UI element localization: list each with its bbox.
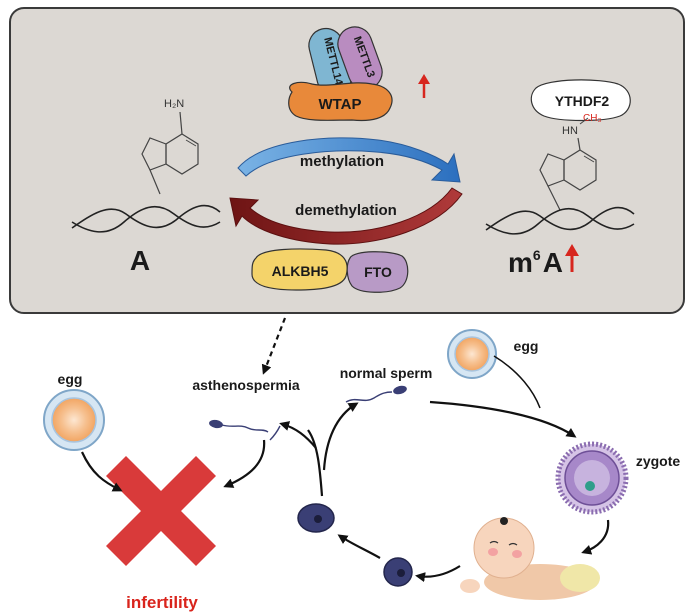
methyl-label: CH₃ [583,113,602,124]
m6a-up-arrow-icon [565,244,579,272]
zygote-to-baby-arrow [581,519,610,555]
top-panel [9,7,685,314]
demethylation-arrow [229,187,463,245]
cell-growth-arrow [337,534,381,559]
ythdf2-label: YTHDF2 [555,93,610,109]
alkbh5-label: ALKBH5 [272,263,329,279]
sperm-to-cross-arrow [223,439,266,488]
amine-label: H₂N [164,98,184,110]
baby-icon [460,517,600,600]
eraser-complex: ALKBH5 FTO [251,248,409,293]
rna-strand-left [71,204,221,233]
zygote-icon [555,441,629,515]
m6a-superscript: 6 [533,247,541,263]
abnormal-sperm-icon [209,419,281,441]
branch-to-normal-arrow [322,402,359,471]
wtap-protein [288,81,393,122]
dashed-link-arrow [261,317,287,375]
wtap-label: WTAP [318,96,361,113]
zygote-label: zygote [636,453,681,469]
m6a-a: A [543,247,563,278]
methylation-label: methylation [300,153,384,170]
methylation-arrow [237,137,461,183]
branch-stem [307,429,324,497]
egg-to-cross-arrow [80,451,123,492]
asthenospermia-label: asthenospermia [192,377,300,393]
adenosine-label: A [130,245,150,276]
egg-join-line [493,355,541,409]
writer-up-arrow-icon [418,74,430,98]
alkbh5-protein [251,248,348,291]
adenine-structure: H₂N [141,98,199,195]
baby-to-cell-arrow [415,565,461,583]
m6a-m: m [508,247,533,278]
germ-cell-small-icon [383,557,413,587]
demethylation-label: demethylation [295,202,397,219]
normal-sperm-icon [345,385,407,403]
infertility-label: infertility [126,593,198,612]
fertilization-arrow [429,400,577,438]
normal-sperm-label: normal sperm [340,365,433,381]
branch-to-asthenospermia-arrow [279,421,317,449]
fto-label: FTO [364,264,392,280]
methylamine-label: HN [562,125,578,137]
egg-left-icon [43,389,105,451]
germ-cell-large-icon [297,503,335,533]
ythdf2-protein [530,79,631,122]
egg-right-label: egg [514,338,539,354]
rna-strand-right [485,206,635,235]
fto-protein [346,251,409,293]
m6a-label-main: m6A [508,247,563,278]
egg-right-icon [447,329,497,379]
egg-left-label: egg [58,371,83,387]
writer-complex: METTL14 METTL3 WTAP [288,26,393,122]
m6a-structure: CH₃ HN [539,113,602,211]
infertility-cross-icon [106,456,216,566]
